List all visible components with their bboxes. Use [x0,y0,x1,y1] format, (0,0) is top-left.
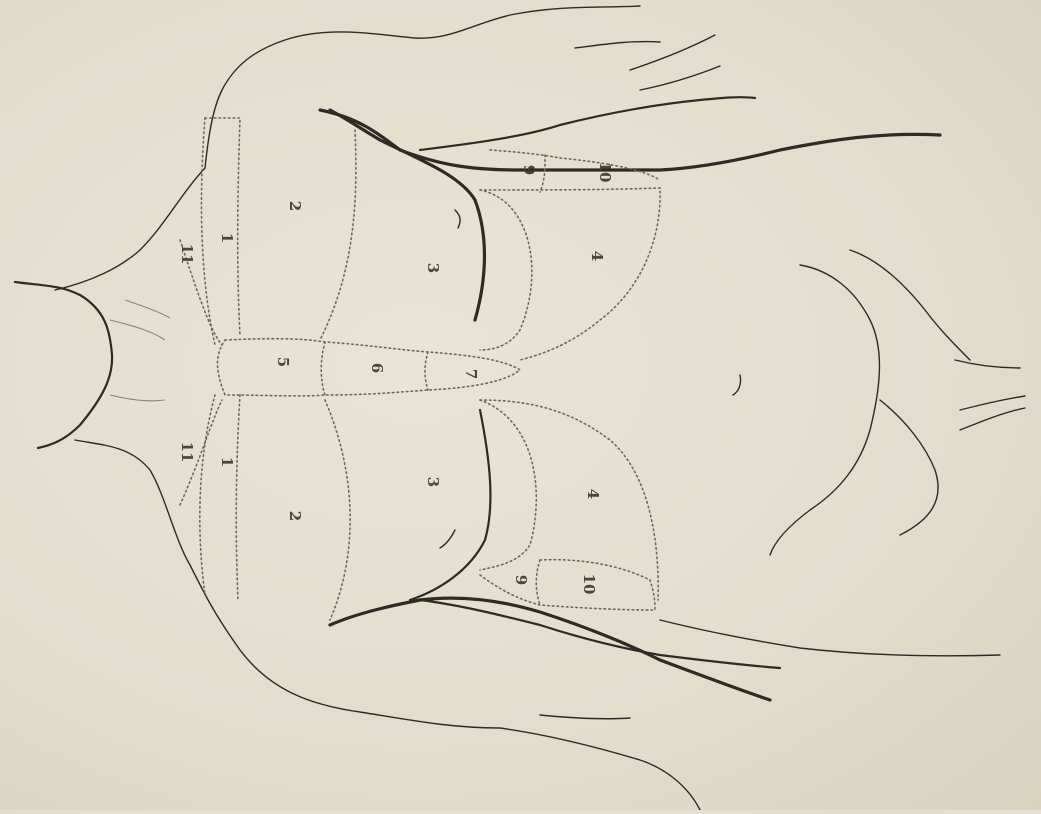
region-number-11-upper: 11 [178,244,196,265]
arm-lower-contour-2 [540,715,630,719]
neck-upper-line [15,282,112,448]
region-number-4-upper: 4 [588,251,606,261]
arm-upper-contour-2 [640,66,720,90]
shoulder-upper-edge [320,110,940,170]
region-number-6: 6 [368,363,386,373]
trapezius-lower-line [75,440,700,810]
region-number-10-upper: 10 [596,162,614,183]
region-numbers: 1 1 2 2 3 3 4 4 5 6 7 9 9 10 10 11 11 [178,162,614,595]
region-number-1-lower: 1 [218,457,236,467]
region-number-1-upper: 1 [218,233,236,243]
nipple-mark-upper [455,210,460,228]
region-number-10-lower: 10 [580,574,598,595]
abdomen-upper-curve [770,265,879,555]
body-outline [15,6,1025,810]
arm-upper-contour-3 [575,42,660,48]
shoulder-lower-edge [330,598,770,700]
region-number-11-lower: 11 [178,442,196,463]
arm-upper-contour [630,35,715,70]
region-boundaries [180,118,660,620]
region-number-5: 5 [274,357,292,367]
region-number-2-upper: 2 [286,201,304,211]
arm-upper-crease [420,97,755,150]
region-number-9-upper: 9 [520,165,538,175]
region-number-2-lower: 2 [286,511,304,521]
trapezius-upper-line [55,6,640,290]
region-number-3-lower: 3 [424,477,442,487]
navel-mark [733,375,741,395]
groin-line-1 [955,360,1020,368]
throat-line-1 [110,320,165,340]
pectoral-lower-fold [410,410,490,600]
groin-line-2 [960,396,1025,410]
arm-lower-contour [660,620,1000,656]
abdomen-lower-curve [880,400,938,535]
region-number-7: 7 [462,369,480,379]
region-number-3-upper: 3 [424,263,442,273]
region-number-4-lower: 4 [584,489,602,499]
throat-line-3 [125,300,170,318]
groin-line-3 [960,408,1025,430]
region-number-9-lower: 9 [512,575,530,585]
throat-line-2 [110,395,165,401]
nipple-mark-lower [440,530,455,548]
abdomen-upper-curve-2 [850,250,970,360]
